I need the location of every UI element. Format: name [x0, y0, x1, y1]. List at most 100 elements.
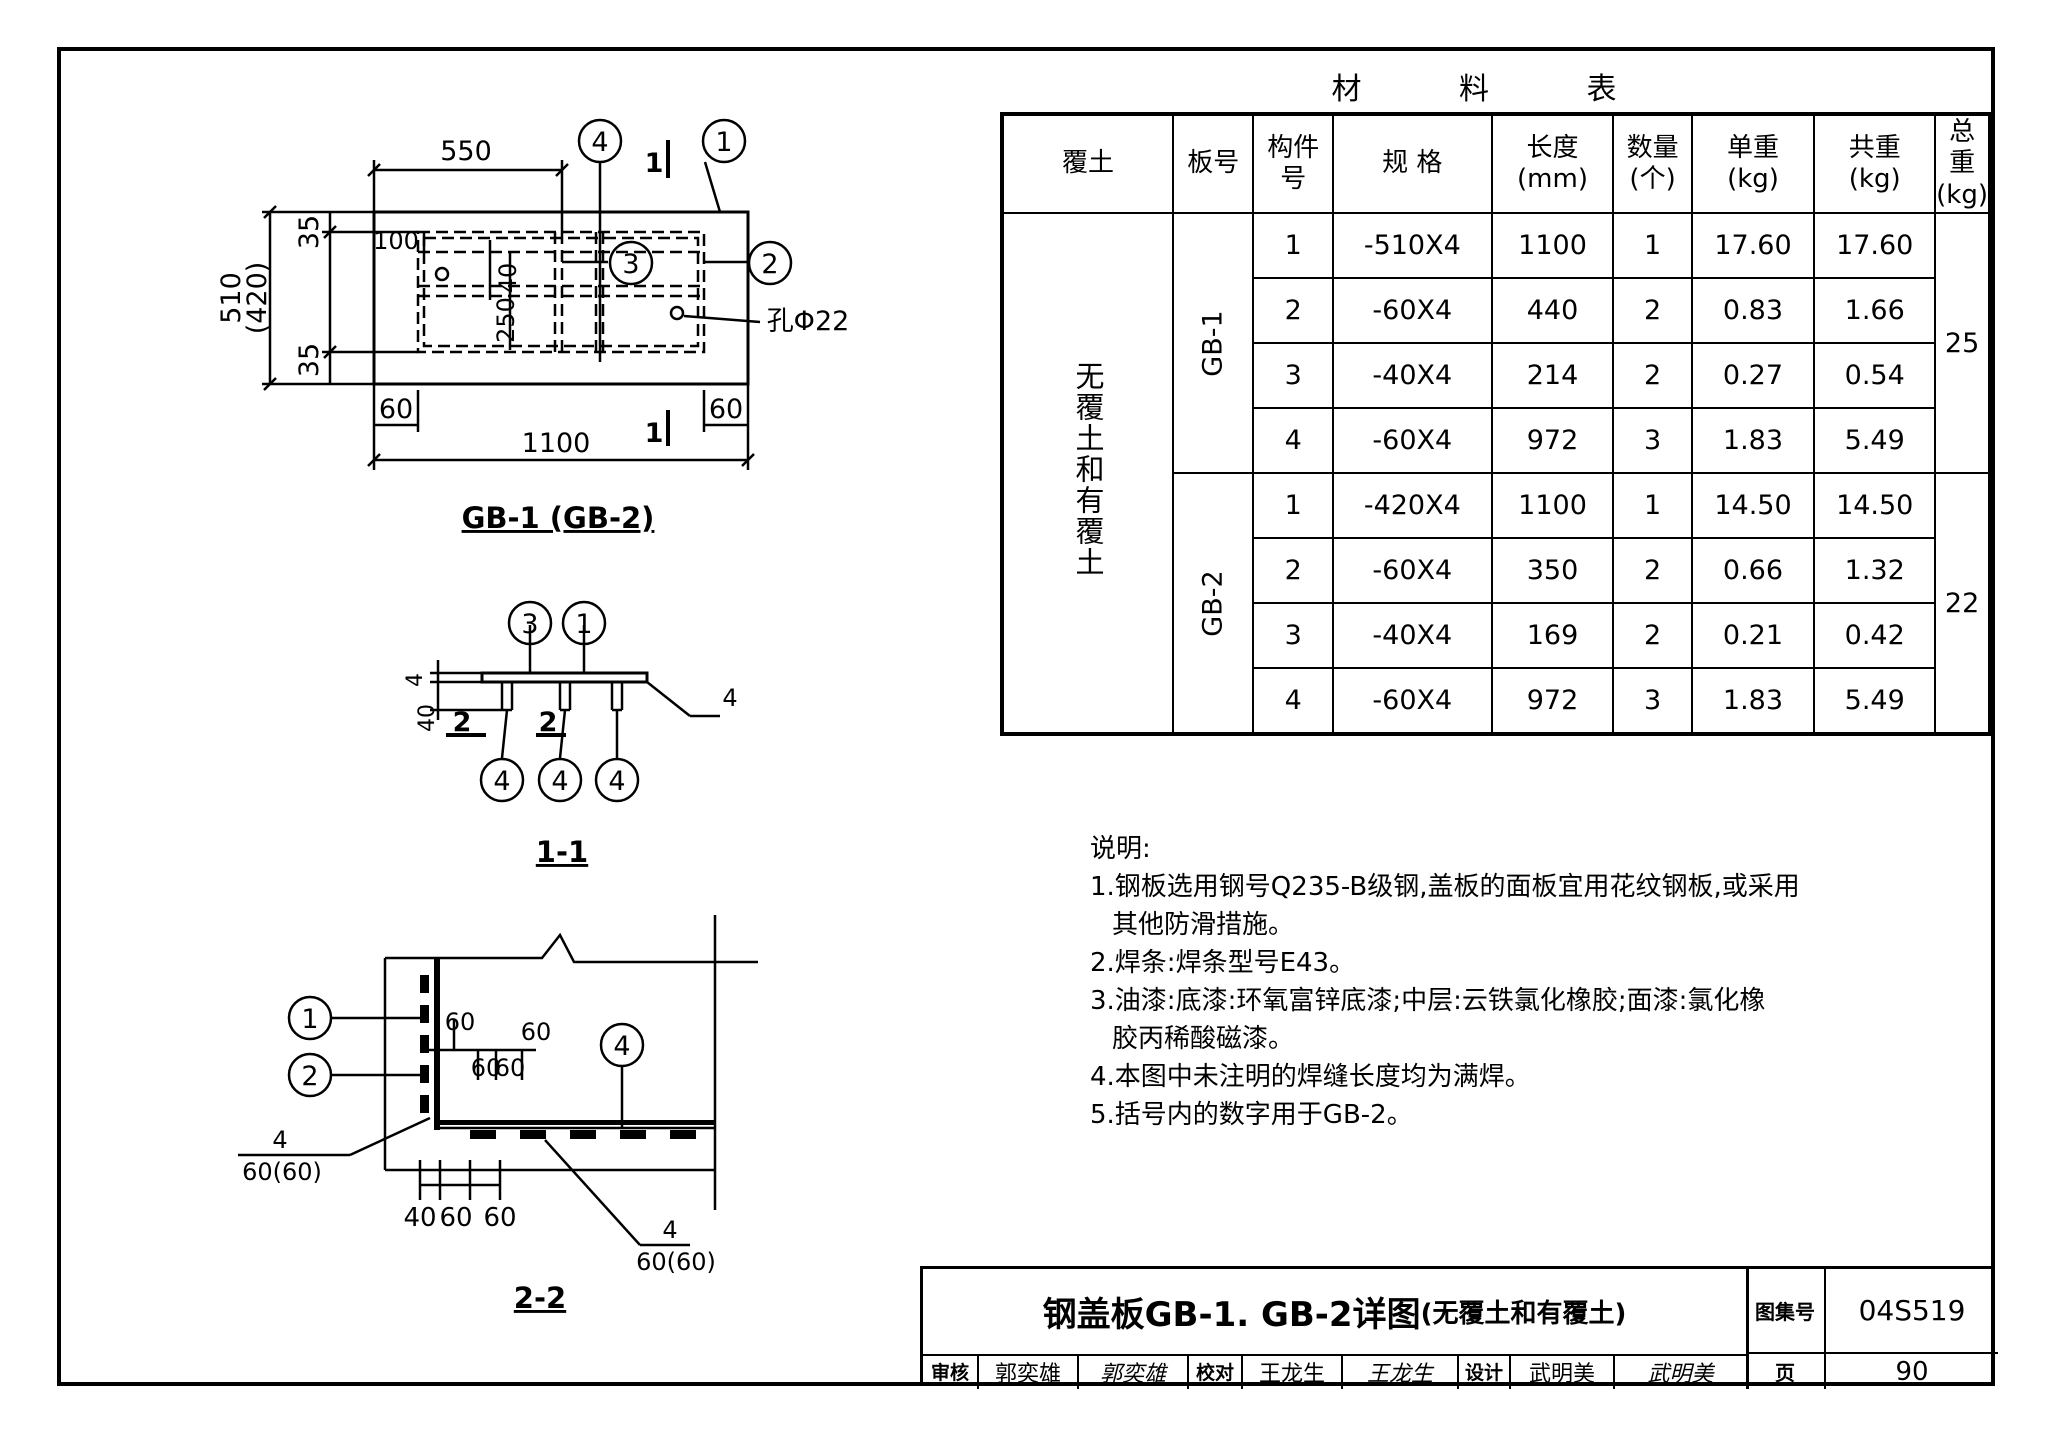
s22-weld-right-len: 60(60) [636, 1248, 716, 1276]
reviewer-name: 郭奕雄 [979, 1354, 1079, 1389]
review-label: 审核 [923, 1354, 979, 1389]
s22-weld-right-size: 4 [662, 1216, 677, 1244]
table-cell: 350 [1490, 537, 1615, 604]
table-row: 3 -40X4 214 2 0.27 0.54 [1002, 342, 1990, 409]
col-unit-weight: 单重 (kg) [1690, 113, 1816, 214]
table-cell: 214 [1490, 342, 1615, 409]
drawing-frame [57, 47, 1995, 1386]
check-label: 校对 [1189, 1354, 1243, 1389]
s11-callout-4a: 4 [493, 766, 510, 797]
checker-name: 王龙生 [1243, 1354, 1343, 1389]
s22-callout-1: 1 [301, 1004, 318, 1035]
table-cell: 1 [1612, 212, 1693, 279]
table-cell: 2 [1612, 277, 1693, 344]
col-cover: 覆土 [1001, 113, 1174, 214]
s11-callout-4b: 4 [551, 766, 568, 797]
design-label: 设计 [1459, 1354, 1511, 1389]
s22-weld-left-len: 60(60) [242, 1158, 322, 1186]
table-cell: 1.66 [1813, 277, 1937, 344]
table-row: 4 -60X4 972 3 1.83 5.49 [1002, 407, 1990, 474]
table-row: 2 -60X4 440 2 0.83 1.66 [1002, 277, 1990, 344]
table-cell: 4 [1252, 667, 1335, 735]
plan-dim-40: 40 [494, 263, 522, 294]
designer-name: 武明美 [1511, 1354, 1615, 1389]
table-cell: 1.32 [1813, 537, 1937, 604]
board-label: GB-1 [1197, 309, 1229, 377]
table-row: 3 -40X4 169 2 0.21 0.42 [1002, 602, 1990, 669]
table-cell: -60X4 [1332, 667, 1493, 735]
drawing-title-sub: (无覆土和有覆土) [1420, 1299, 1627, 1329]
table-cell: 3 [1612, 407, 1693, 474]
col-sum-weight: 共重 (kg) [1813, 113, 1937, 214]
plan-dim-100: 100 [373, 227, 419, 255]
table-cell: 2 [1252, 537, 1335, 604]
table-cell: 169 [1490, 602, 1615, 669]
table-cell: -60X4 [1332, 537, 1493, 604]
atlas-label: 图集号 [1746, 1269, 1826, 1354]
table-cell: 0.42 [1813, 602, 1937, 669]
s22-callout-4: 4 [613, 1031, 630, 1062]
s11-cut-right: 2 [539, 707, 558, 738]
s11-weld-size: 4 [722, 684, 737, 712]
table-cell: 5.49 [1813, 407, 1937, 474]
plan-callout-3: 3 [622, 249, 639, 280]
table-row: GB-2 1 -420X4 1100 1 14.50 14.50 22 [1002, 472, 1991, 735]
table-cell: 0.27 [1690, 342, 1816, 409]
s11-title: 1-1 [536, 835, 588, 869]
plan-callout-2: 2 [761, 249, 778, 280]
table-cell: 2 [1612, 342, 1693, 409]
board-cell: GB-2 [1171, 472, 1255, 735]
table-cell: 0.66 [1690, 537, 1816, 604]
table-cell: 3 [1612, 667, 1693, 735]
s22-dim-60-b: 60 [471, 1054, 502, 1082]
table-cell: 2 [1612, 602, 1693, 669]
table-cell: 1 [1612, 472, 1693, 539]
page-number: 90 [1895, 1356, 1929, 1387]
drawing-title-main: 钢盖板GB-1. GB-2详图 [1042, 1295, 1421, 1335]
notes-section: 说明: 1.钢板选用钢号Q235-B级钢,盖板的面板宜用花纹钢板,或采用 其他防… [1090, 830, 1810, 1134]
s11-dim-40: 40 [415, 704, 440, 732]
s11-cut-left: 2 [453, 707, 472, 738]
col-qty: 数量 (个) [1612, 113, 1693, 214]
col-length: 长度 (mm) [1490, 113, 1615, 214]
table-cell: 1100 [1490, 212, 1615, 279]
cover-text: 无覆土和有覆土 [1071, 361, 1105, 578]
material-table-title: 材 料 表 [1331, 72, 1661, 107]
table-cell: 17.60 [1690, 212, 1816, 279]
plan-section-mark-top: 1 [645, 148, 664, 179]
designer-signature: 武明美 [1647, 1361, 1714, 1387]
s22-dim-60-vert-a: 60 [445, 1008, 476, 1036]
table-row: 无覆土和有覆土 GB-1 1 -510X4 1100 1 17.60 17.60… [1001, 212, 1991, 735]
s11-callout-4c: 4 [608, 766, 625, 797]
note-line: 5.括号内的数字用于GB-2。 [1090, 1100, 1413, 1130]
table-cell: 972 [1490, 667, 1615, 735]
table-cell: 14.50 [1813, 472, 1937, 539]
table-cell: 1.83 [1690, 407, 1816, 474]
title-block: 钢盖板GB-1. GB-2详图 (无覆土和有覆土) 图集号 04S519 审核 … [920, 1266, 1998, 1389]
table-cell: 0.21 [1690, 602, 1816, 669]
s22-title: 2-2 [514, 1281, 566, 1315]
plan-dim-60-left: 60 [379, 394, 413, 425]
page-label: 页 [1746, 1354, 1826, 1389]
table-cell: 5.49 [1813, 667, 1937, 735]
plan-hole-label: 孔Φ22 [767, 306, 850, 337]
table-cell: -510X4 [1332, 212, 1493, 279]
table-cell: 3 [1252, 342, 1335, 409]
plan-dim-35-bottom: 35 [294, 343, 325, 377]
table-cell: 1 [1252, 212, 1335, 279]
plan-callout-4: 4 [591, 127, 608, 158]
plan-dim-60-right: 60 [709, 394, 743, 425]
s22-dim-60-top: 60 [521, 1018, 552, 1046]
table-cell: 440 [1490, 277, 1615, 344]
table-header-row: 覆土 板号 构件号 规 格 长度 (mm) 数量 (个) 单重 (kg) 共重 … [1001, 113, 1991, 214]
table-cell: 0.83 [1690, 277, 1816, 344]
col-total-weight: 总重 (kg) [1934, 113, 1991, 214]
drawing-title: 钢盖板GB-1. GB-2详图 (无覆土和有覆土) [923, 1269, 1749, 1356]
plan-title: GB-1 (GB-2) [462, 501, 655, 535]
total-weight-cell: 22 [1934, 472, 1991, 735]
plan-dim-510: 510 [216, 272, 247, 324]
plan-dim-250: 250 [492, 297, 520, 343]
table-cell: 17.60 [1813, 212, 1937, 279]
s22-bottom-60b: 60 [483, 1203, 516, 1233]
table-cell: 972 [1490, 407, 1615, 474]
